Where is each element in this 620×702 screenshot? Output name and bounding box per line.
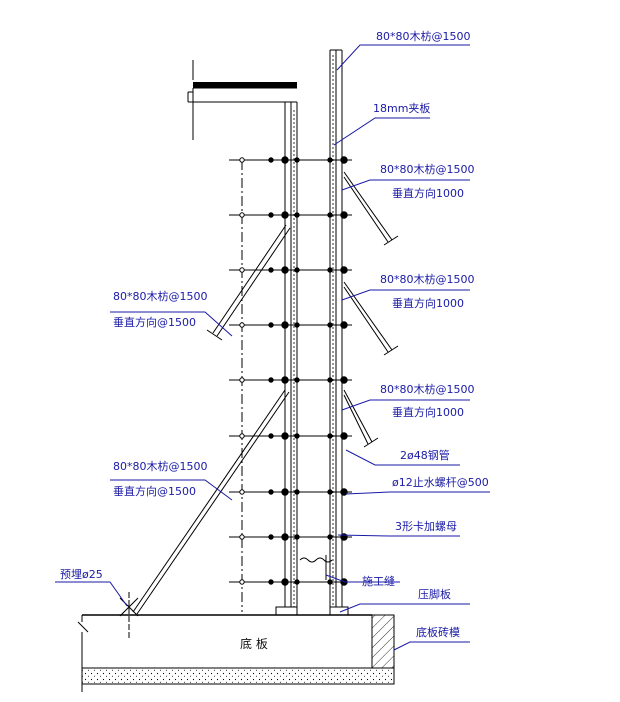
- bolt-node: [281, 211, 289, 219]
- waler-row: [229, 578, 352, 586]
- waler-row: [229, 432, 352, 440]
- waler-row: [229, 488, 352, 496]
- bolt-node: [268, 157, 274, 163]
- label-brick-mould: 底板砖模: [416, 625, 460, 639]
- bolt-node: [239, 433, 245, 439]
- bolt-node: [340, 376, 348, 384]
- walers: [229, 156, 352, 586]
- waler-row: [229, 376, 352, 384]
- bolt-node: [239, 212, 245, 218]
- label-left-vertical-2: 垂直方向@1500: [113, 484, 196, 498]
- waler-row: [229, 211, 352, 219]
- bolt-node: [294, 267, 300, 273]
- label-right-vertical-3: 垂直方向1000: [392, 405, 464, 419]
- bolt-node: [327, 433, 333, 439]
- bolt-node: [268, 212, 274, 218]
- bolt-node: [281, 321, 289, 329]
- bolt-node: [340, 488, 348, 496]
- bolt-node: [281, 376, 289, 384]
- bolt-node: [327, 322, 333, 328]
- label-embedded: 预埋ø25: [60, 568, 103, 581]
- waler-row: [229, 156, 352, 164]
- bolt-node: [281, 266, 289, 274]
- bolt-node: [327, 579, 333, 585]
- bolt-node: [268, 489, 274, 495]
- bolt-node: [281, 488, 289, 496]
- bolt-node: [268, 322, 274, 328]
- label-right-vertical-1: 垂直方向1000: [392, 186, 464, 200]
- bolt-node: [327, 267, 333, 273]
- bolt-node: [327, 489, 333, 495]
- bolt-node: [294, 489, 300, 495]
- label-right-timber-2: 80*80木枋@1500: [380, 272, 475, 286]
- bolt-node: [281, 432, 289, 440]
- bolt-node: [294, 579, 300, 585]
- bolt-node: [239, 267, 245, 273]
- kicker-board-left: [275, 606, 298, 616]
- bolt-node: [268, 579, 274, 585]
- bolt-node: [268, 377, 274, 383]
- bolt-node: [239, 322, 245, 328]
- bolt-node: [327, 534, 333, 540]
- bolt-node: [239, 157, 245, 163]
- label-construction-joint: 施工缝: [362, 574, 395, 588]
- bolt-node: [340, 432, 348, 440]
- bolt-node: [327, 157, 333, 163]
- bolt-node: [294, 322, 300, 328]
- label-left-timber-2: 80*80木枋@1500: [113, 459, 208, 473]
- label-top-timber: 80*80木枋@1500: [376, 29, 471, 43]
- bolt-node: [268, 267, 274, 273]
- bolt-node: [340, 266, 348, 274]
- label-kicker-board: 压脚板: [418, 587, 451, 601]
- bolt-node: [281, 578, 289, 586]
- bolt-node: [340, 321, 348, 329]
- label-clip-nut: 3形卡加螺母: [395, 520, 457, 533]
- bolt-node: [239, 579, 245, 585]
- label-plywood: 18mm夹板: [373, 101, 430, 115]
- waler-row: [229, 266, 352, 274]
- left-wall-formwork: [284, 102, 298, 612]
- bolt-node: [281, 533, 289, 541]
- bolt-node: [239, 377, 245, 383]
- bolt-node: [268, 433, 274, 439]
- top-slab: [187, 60, 297, 140]
- diagonal-braces: [132, 171, 399, 615]
- base-slab: [77, 614, 395, 692]
- bolt-node: [294, 433, 300, 439]
- label-steel-pipe: 2ø48钢管: [400, 448, 450, 462]
- bolt-node: [239, 534, 245, 540]
- leader-lines: [55, 44, 490, 651]
- bolt-node: [268, 534, 274, 540]
- bolt-node: [294, 212, 300, 218]
- label-right-timber-3: 80*80木枋@1500: [380, 382, 475, 396]
- kicker-board-right: [329, 606, 349, 616]
- bolt-node: [294, 377, 300, 383]
- waler-row: [229, 321, 352, 329]
- right-wall-formwork: [329, 49, 343, 612]
- bolt-node: [294, 534, 300, 540]
- bolt-node: [340, 156, 348, 164]
- label-left-vertical-1: 垂直方向@1500: [113, 315, 196, 329]
- brick-mould: [371, 614, 395, 669]
- label-stop-water-bolt: ø12止水螺杆@500: [392, 475, 489, 489]
- bolt-node: [281, 156, 289, 164]
- bolt-node: [340, 211, 348, 219]
- bolt-node: [327, 377, 333, 383]
- bolt-node: [327, 212, 333, 218]
- bolt-node: [294, 157, 300, 163]
- label-base-slab: 底 板: [240, 636, 268, 651]
- bolt-node: [239, 489, 245, 495]
- label-left-timber-1: 80*80木枋@1500: [113, 289, 208, 303]
- construction-joint-mark: [299, 557, 333, 563]
- label-right-vertical-2: 垂直方向1000: [392, 296, 464, 310]
- label-right-timber-1: 80*80木枋@1500: [380, 162, 475, 176]
